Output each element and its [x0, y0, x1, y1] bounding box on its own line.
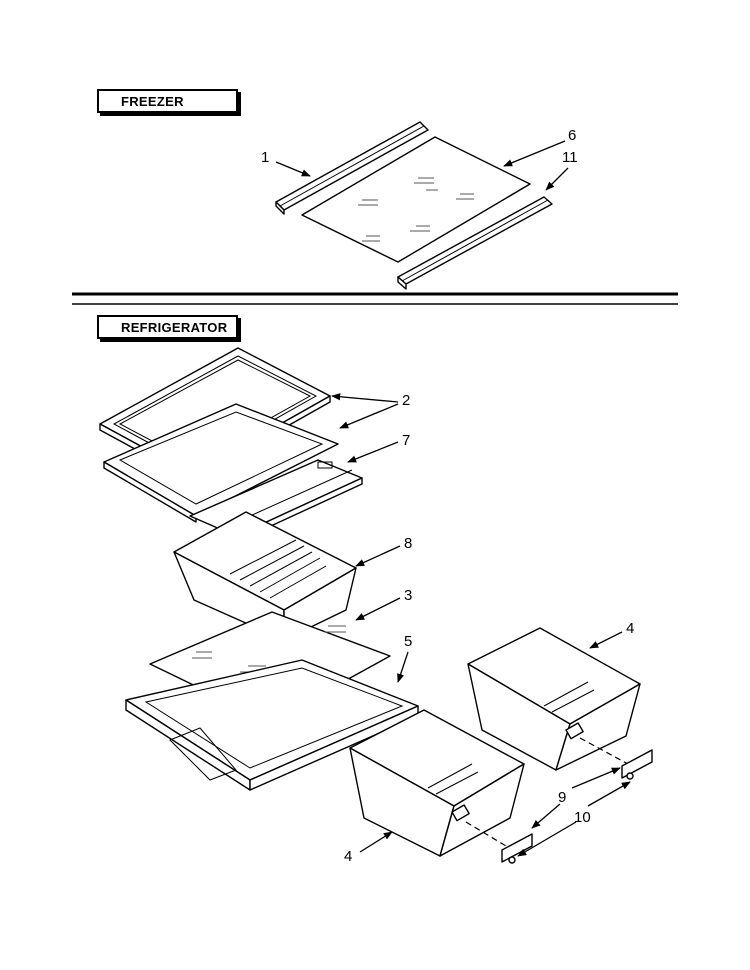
refrigerator-section-label: REFRIGERATOR: [97, 315, 238, 339]
callout-5: 5: [404, 633, 412, 650]
leader-7: [347, 441, 399, 463]
leader-4-right: [589, 631, 623, 649]
leader-6: [503, 140, 566, 167]
freezer-shelf-trim-rear: [275, 121, 429, 215]
crisper-support-frame: [125, 659, 419, 791]
callout-1: 1: [261, 149, 269, 166]
callout-10: 10: [574, 809, 591, 826]
callout-9: 9: [558, 789, 566, 806]
leader-1: [275, 161, 311, 177]
leader-2b: [339, 403, 399, 429]
callout-11: 11: [562, 149, 578, 166]
callout-2: 2: [402, 392, 410, 409]
callout-4-right: 4: [626, 620, 634, 637]
drawer-slide-left: [465, 821, 533, 864]
leader-10b: [517, 821, 577, 857]
callout-6: 6: [568, 127, 576, 144]
callout-8: 8: [404, 535, 412, 552]
leader-2a: [331, 393, 399, 403]
leader-9a: [571, 767, 621, 789]
callout-7: 7: [402, 432, 410, 449]
callout-4-left: 4: [344, 848, 352, 865]
leader-5: [397, 651, 409, 683]
crisper-drawer-left: [349, 709, 525, 857]
freezer-glass-shelf: [301, 136, 531, 263]
freezer-section-label: FREEZER: [97, 89, 238, 113]
leader-8: [355, 545, 401, 567]
crisper-drawer-right: [467, 627, 641, 771]
section-divider: [72, 292, 678, 305]
callout-3: 3: [404, 587, 412, 604]
drawer-slide-right: [579, 737, 653, 780]
freezer-shelf-trim-front: [397, 196, 553, 290]
leader-9b: [531, 803, 561, 829]
leader-10a: [587, 781, 631, 807]
refrigerator-shelf-lower-frame: [103, 403, 339, 523]
leader-3: [355, 597, 401, 621]
leader-11: [545, 167, 569, 191]
leader-4-left: [359, 831, 393, 853]
